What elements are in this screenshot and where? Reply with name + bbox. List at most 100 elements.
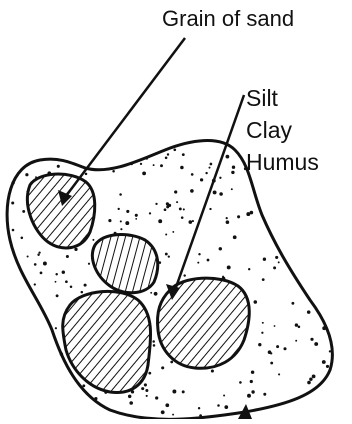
speckle-dot	[181, 216, 184, 219]
speckle-dot	[261, 332, 263, 334]
speckle-dot	[25, 173, 28, 176]
speckle-dot	[314, 342, 318, 346]
speckle-dot	[21, 237, 24, 240]
speckle-dot	[263, 393, 266, 396]
speckle-dot	[198, 407, 200, 409]
speckle-dot	[312, 375, 316, 379]
speckle-dot	[189, 220, 193, 224]
speckle-dot	[219, 192, 223, 196]
speckle-dot	[172, 414, 174, 416]
speckle-dot	[231, 171, 234, 174]
speckle-dot	[226, 220, 230, 224]
speckle-dot	[295, 323, 298, 326]
speckle-dot	[144, 383, 147, 386]
speckle-dot	[60, 352, 63, 355]
speckle-dot	[145, 389, 148, 392]
speckle-dot	[55, 281, 57, 283]
speckle-dot	[179, 207, 182, 210]
speckle-dot	[128, 395, 131, 398]
speckle-dot	[165, 157, 168, 160]
speckle-dot	[81, 291, 84, 294]
speckle-dot	[170, 361, 173, 364]
speckle-dot	[180, 166, 184, 170]
speckle-dot	[295, 340, 297, 342]
speckle-dot	[210, 163, 213, 166]
speckle-dot	[142, 172, 146, 176]
speckle-dot	[158, 219, 162, 223]
speckle-dot	[298, 326, 301, 329]
speckle-dot	[155, 396, 158, 399]
speckle-dot	[197, 262, 199, 264]
speckle-dot	[62, 271, 65, 274]
speckle-dot	[191, 173, 194, 176]
speckle-dot	[224, 405, 228, 409]
speckle-dot	[258, 343, 261, 346]
speckle-dot	[274, 325, 276, 327]
silt-label: Silt	[246, 82, 319, 114]
speckle-dot	[278, 373, 280, 375]
speckle-dot	[166, 202, 169, 205]
speckle-dot	[141, 387, 144, 390]
speckle-dot	[152, 340, 155, 343]
speckle-dot	[149, 212, 151, 214]
speckle-dot	[250, 211, 254, 215]
speckle-dot	[74, 248, 77, 251]
speckle-dot	[165, 403, 169, 407]
speckle-dot	[227, 265, 231, 269]
speckle-dot	[211, 369, 214, 372]
speckle-dot	[172, 390, 176, 394]
speckle-dot	[112, 170, 115, 173]
speckle-dot	[213, 190, 217, 194]
speckle-dot	[148, 372, 151, 375]
speckle-dot	[283, 347, 286, 350]
speckle-dot	[278, 261, 280, 263]
speckle-dot	[248, 268, 250, 270]
speckle-dot	[205, 172, 207, 174]
speckle-dot	[183, 208, 185, 210]
speckle-dot	[217, 404, 220, 407]
speckle-dot	[94, 397, 97, 400]
speckle-dot	[173, 148, 176, 151]
speckle-dot	[307, 310, 311, 314]
speckle-dot	[198, 253, 200, 255]
speckle-dot	[307, 381, 311, 385]
speckle-dot	[11, 201, 14, 204]
speckle-dot	[129, 401, 133, 405]
speckle-dot	[160, 164, 163, 167]
speckle-dot	[326, 365, 329, 368]
speckle-dot	[57, 165, 60, 168]
speckle-dot	[183, 274, 185, 276]
speckle-dot	[155, 203, 157, 205]
speckle-dot	[182, 153, 185, 156]
speckle-dot	[131, 163, 133, 165]
speckle-dot	[176, 201, 178, 203]
speckle-dot	[172, 231, 174, 233]
speckle-dot	[251, 390, 254, 393]
speckle-dot	[126, 210, 129, 213]
speckle-dot	[135, 214, 138, 217]
grain-of-sand-label: Grain of sand	[162, 8, 294, 30]
speckle-dot	[209, 208, 211, 210]
speckle-dot	[22, 210, 25, 213]
speckle-dot	[55, 273, 57, 275]
speckle-dot	[166, 205, 169, 208]
speckle-dot	[273, 266, 276, 269]
speckle-dot	[232, 166, 235, 169]
speckle-dot	[276, 345, 279, 348]
speckle-dot	[161, 366, 164, 369]
speckle-dot	[322, 326, 326, 330]
speckle-dot	[239, 381, 242, 384]
speckle-dot	[247, 394, 251, 398]
speckle-dot	[167, 153, 169, 155]
speckle-dot	[92, 239, 94, 241]
speckle-dot	[164, 208, 167, 211]
speckle-dot	[146, 395, 148, 397]
speckle-dot	[207, 259, 210, 262]
speckle-dot	[150, 292, 152, 294]
speckle-dot	[182, 390, 185, 393]
speckle-dot	[118, 208, 120, 210]
speckle-dot	[329, 350, 331, 352]
speckle-dot	[120, 228, 122, 230]
